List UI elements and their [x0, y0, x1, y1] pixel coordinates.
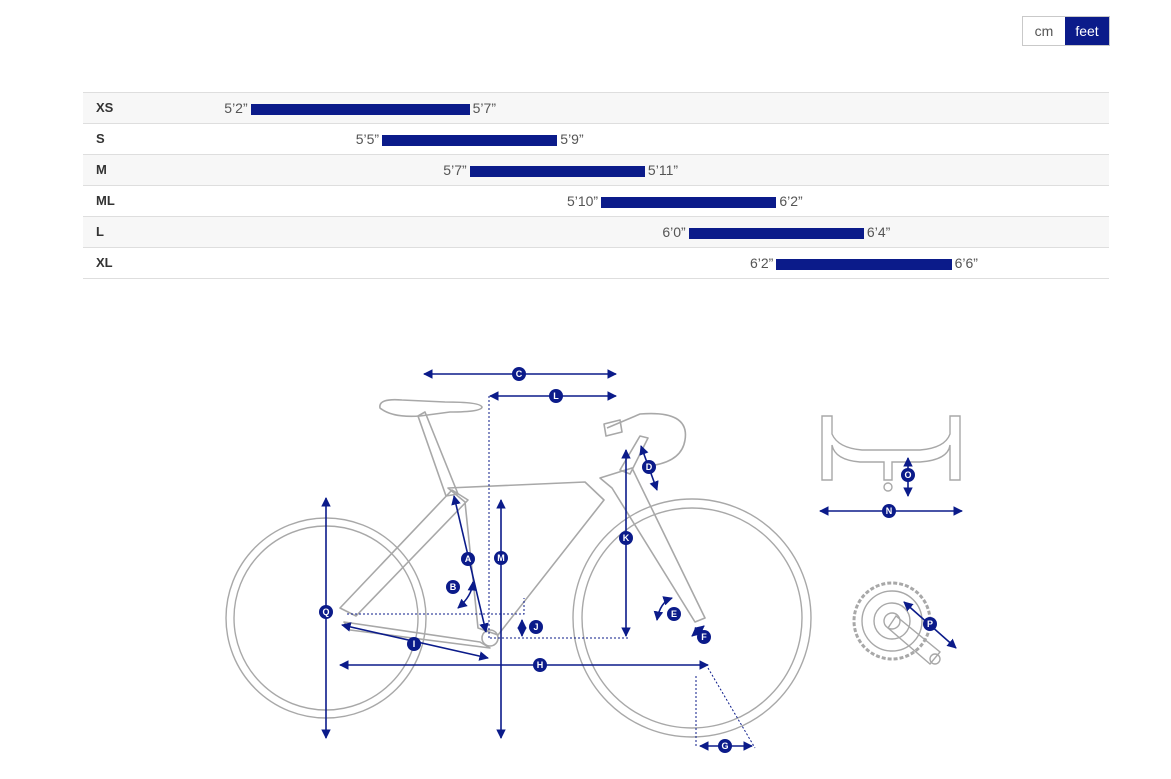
svg-text:J: J — [533, 622, 538, 632]
range-min-label: 5’2” — [224, 100, 248, 116]
size-row-ml: ML 5’10” 6’2” — [83, 186, 1109, 217]
size-row-xs: XS 5’2” 5’7” — [83, 93, 1109, 124]
svg-text:G: G — [721, 741, 728, 751]
size-label: M — [96, 162, 107, 177]
svg-text:B: B — [450, 582, 457, 592]
geometry-label-c: C — [512, 367, 526, 381]
svg-text:N: N — [886, 506, 893, 516]
geometry-label-o: O — [901, 468, 915, 482]
geometry-label-k: K — [619, 531, 633, 545]
svg-text:Q: Q — [322, 607, 329, 617]
svg-text:K: K — [623, 533, 630, 543]
range-min-label: 5’5” — [355, 131, 380, 147]
geometry-label-i: I — [407, 637, 421, 651]
range-max-label: 5’7” — [472, 100, 496, 116]
range-min-label: 5’7” — [443, 162, 467, 178]
size-chart-table: XS 5’2” 5’7” S 5’5” 5’9” M 5’7” 5’11” ML 5’10” 6’2”… — [83, 92, 1109, 279]
size-label: XS — [96, 100, 114, 115]
geometry-label-j: J — [529, 620, 543, 634]
geometry-label-d: D — [642, 460, 656, 474]
svg-text:A: A — [465, 554, 472, 564]
height-range-bar — [382, 135, 558, 146]
svg-text:I: I — [413, 639, 416, 649]
unit-feet-button[interactable]: feet — [1065, 17, 1109, 45]
height-range-bar — [776, 259, 952, 270]
svg-text:H: H — [537, 660, 544, 670]
range-min-label: 6’0” — [662, 224, 686, 240]
geometry-label-q: Q — [319, 605, 333, 619]
bike-frame — [339, 398, 706, 649]
size-label: L — [96, 224, 104, 239]
svg-text:O: O — [904, 470, 911, 480]
handlebar-front-view — [821, 415, 961, 492]
unit-toggle: cm feet — [1022, 16, 1110, 46]
size-row-s: S 5’5” 5’9” — [83, 124, 1109, 155]
range-max-label: 5’9” — [560, 131, 584, 147]
front-wheel — [572, 498, 812, 738]
size-row-xl: XL 6’2” 6’6” — [83, 248, 1109, 279]
dimension-lines — [321, 369, 963, 751]
size-row-m: M 5’7” 5’11” — [83, 155, 1109, 186]
range-min-label: 6’2” — [750, 255, 774, 271]
height-range-bar — [250, 104, 470, 115]
reference-lines — [347, 396, 756, 749]
svg-text:L: L — [553, 391, 559, 401]
range-max-label: 6’6” — [954, 255, 978, 271]
size-row-l: L 6’0” 6’4” — [83, 217, 1109, 248]
geometry-label-a: A — [461, 552, 475, 566]
geometry-label-l: L — [549, 389, 563, 403]
svg-text:E: E — [671, 609, 677, 619]
range-max-label: 6’4” — [866, 224, 891, 240]
geometry-label-n: N — [882, 504, 896, 518]
geometry-label-m: M — [494, 551, 508, 565]
range-max-label: 6’2” — [779, 193, 803, 209]
range-max-label: 5’11” — [647, 162, 679, 178]
geometry-label-f: F — [697, 630, 711, 644]
geometry-label-b: B — [446, 580, 460, 594]
size-label: XL — [96, 255, 113, 270]
geometry-label-p: P — [923, 617, 937, 631]
svg-text:M: M — [497, 553, 505, 563]
size-label: ML — [96, 193, 115, 208]
geometry-label-g: G — [718, 739, 732, 753]
svg-text:C: C — [516, 369, 523, 379]
geometry-label-e: E — [667, 607, 681, 621]
range-min-label: 5’10” — [566, 193, 599, 209]
height-range-bar — [601, 197, 777, 208]
svg-text:D: D — [646, 462, 653, 472]
svg-text:F: F — [701, 632, 707, 642]
bike-geometry-diagram: C L D K M A B J I H Q E F G O N P — [225, 367, 963, 753]
height-range-bar — [469, 166, 645, 177]
svg-text:P: P — [927, 619, 933, 629]
unit-cm-button[interactable]: cm — [1023, 17, 1065, 45]
size-label: S — [96, 131, 105, 146]
height-range-bar — [688, 228, 864, 239]
geometry-label-h: H — [533, 658, 547, 672]
